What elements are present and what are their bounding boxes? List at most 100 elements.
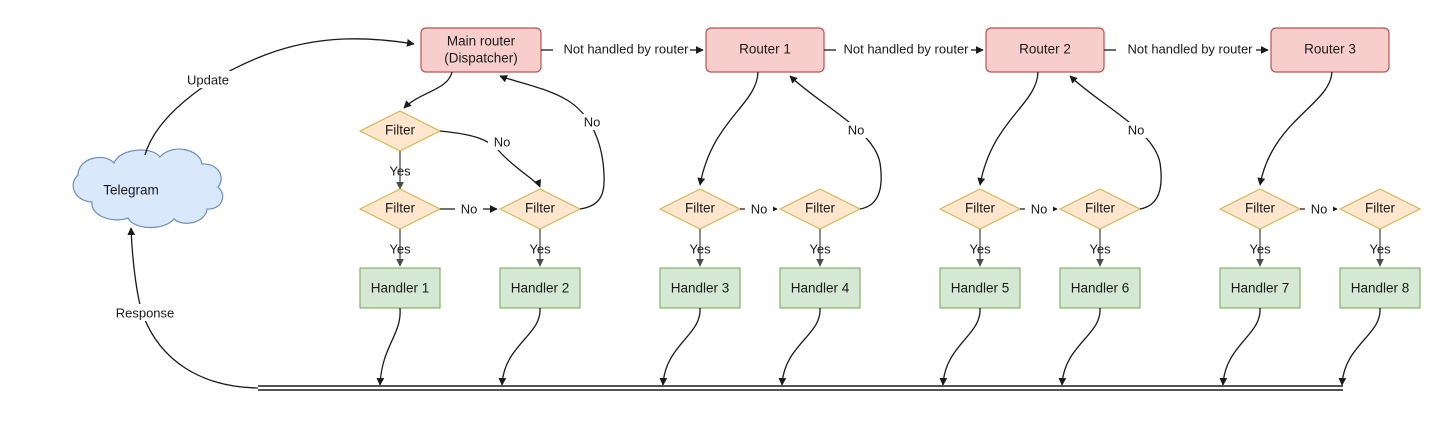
- yes-label-handler-4: Yes: [809, 241, 831, 256]
- edge-mainrouter-to-filter-a: [403, 71, 453, 109]
- handler-4-label: Handler 4: [791, 281, 850, 296]
- node-filter-i[interactable]: Filter: [1218, 188, 1302, 230]
- node-handler-8[interactable]: Handler 8: [1339, 267, 1421, 309]
- filter-j-shape: [1338, 188, 1422, 230]
- handler-5-label: Handler 5: [951, 281, 1010, 296]
- not-handled-label-2: Not handled by router: [843, 41, 969, 56]
- edge-response-label-group: Response: [108, 304, 182, 321]
- edge-router2-to-router3: Not handled by router: [1104, 41, 1269, 56]
- node-main-router[interactable]: Main router (Dispatcher): [420, 27, 542, 73]
- edge-router2-to-filter-f: [977, 71, 1039, 186]
- node-filter-a[interactable]: Filter: [358, 110, 442, 152]
- handler-1-label: Handler 1: [371, 281, 430, 296]
- response-label-bg: [108, 304, 182, 321]
- update-label-bg: [180, 71, 236, 88]
- no-label-filter-e-group: No: [842, 122, 870, 138]
- filter-a-label: Filter: [385, 123, 416, 138]
- no-label-filter-f-group: No: [1025, 201, 1053, 217]
- node-handler-1[interactable]: Handler 1: [359, 267, 441, 309]
- yes-label-handler-6: Yes: [1089, 241, 1111, 256]
- edge-filter-e-no-return: [789, 75, 882, 210]
- node-handler-2[interactable]: Handler 2: [499, 267, 581, 309]
- no-label-filter-b-group: No: [455, 201, 483, 217]
- no-label-filter-a: No: [494, 134, 511, 149]
- no-label-b-bg: [455, 201, 483, 217]
- node-handler-3[interactable]: Handler 3: [659, 267, 741, 309]
- telegram-cloud[interactable]: Telegram: [72, 148, 224, 229]
- no-label-c-bg: [578, 114, 606, 130]
- yes-label-handler-3: Yes: [689, 241, 711, 256]
- yes-label-filter-a: Yes: [389, 163, 411, 178]
- cloud-shape: [72, 148, 224, 229]
- yes-label-handler-7: Yes: [1249, 241, 1271, 256]
- edge-update-label-group: Update: [180, 71, 236, 88]
- handler-4-box: [779, 267, 861, 309]
- handler-8-box: [1339, 267, 1421, 309]
- edge-main-to-router1: Not handled by router: [541, 41, 704, 56]
- node-router-1[interactable]: Router 1: [705, 27, 825, 73]
- edge-handler-1-to-bus: [376, 307, 401, 386]
- edge-handler-3-to-bus: [659, 307, 701, 386]
- no-label-filter-d-group: No: [745, 201, 773, 217]
- handler-1-box: [359, 267, 441, 309]
- no-label-filter-i-group: No: [1305, 201, 1333, 217]
- edge-handler-2-to-bus: [498, 307, 541, 386]
- edge-filter-g-no-return: [1069, 75, 1162, 210]
- handler-6-label: Handler 6: [1071, 281, 1130, 296]
- main-router-label-line2: (Dispatcher): [444, 51, 518, 66]
- node-router-2[interactable]: Router 2: [985, 27, 1105, 73]
- node-filter-c[interactable]: Filter: [498, 188, 582, 230]
- filter-e-label: Filter: [805, 201, 836, 216]
- yes-label-handler-1: Yes: [389, 241, 411, 256]
- handler-7-label: Handler 7: [1231, 281, 1290, 296]
- no-label-filter-b: No: [461, 201, 478, 216]
- node-filter-d[interactable]: Filter: [658, 188, 742, 230]
- no-label-filter-f: No: [1031, 201, 1048, 216]
- not-handled-label-1: Not handled by router: [563, 41, 689, 56]
- node-handler-7[interactable]: Handler 7: [1219, 267, 1301, 309]
- no-label-filter-d: No: [751, 201, 768, 216]
- not-handled-label-3: Not handled by router: [1127, 41, 1253, 56]
- node-filter-j[interactable]: Filter: [1338, 188, 1422, 230]
- filter-g-label: Filter: [1085, 201, 1116, 216]
- node-filter-f[interactable]: Filter: [938, 188, 1022, 230]
- no-label-d-bg: [745, 201, 773, 217]
- no-label-filter-a-group: No: [488, 134, 516, 150]
- edge-router1-to-filter-d: [697, 71, 759, 186]
- no-label-filter-c: No: [584, 114, 601, 129]
- yes-label-handler-8: Yes: [1369, 241, 1391, 256]
- node-handler-4[interactable]: Handler 4: [779, 267, 861, 309]
- router-1-label: Router 1: [739, 42, 791, 57]
- no-label-filter-g: No: [1128, 122, 1145, 137]
- node-filter-e[interactable]: Filter: [778, 188, 862, 230]
- edge-handler-4-to-bus: [778, 307, 821, 386]
- no-label-i-bg: [1305, 201, 1333, 217]
- router-2-label: Router 2: [1019, 42, 1071, 57]
- edge-handler-7-to-bus: [1219, 307, 1261, 386]
- edge-filter-a-no: [439, 130, 541, 188]
- response-bus: [258, 385, 1343, 391]
- edge-router3-to-filter-i: [1257, 71, 1333, 186]
- node-handler-5[interactable]: Handler 5: [939, 267, 1021, 309]
- handler-8-label: Handler 8: [1351, 281, 1410, 296]
- handler-5-box: [939, 267, 1021, 309]
- node-router-3[interactable]: Router 3: [1270, 27, 1390, 73]
- node-handler-6[interactable]: Handler 6: [1059, 267, 1141, 309]
- handler-6-box: [1059, 267, 1141, 309]
- response-label: Response: [116, 305, 175, 320]
- handler-3-box: [659, 267, 741, 309]
- no-label-g-bg: [1122, 122, 1150, 138]
- yes-label-handler-2: Yes: [529, 241, 551, 256]
- filter-f-label: Filter: [965, 201, 996, 216]
- filter-i-label: Filter: [1245, 201, 1276, 216]
- no-label-a-bg: [488, 134, 516, 150]
- node-filter-b[interactable]: Filter: [358, 188, 442, 230]
- no-label-filter-i: No: [1311, 201, 1328, 216]
- router-3-box: [1270, 27, 1390, 73]
- no-label-filter-e: No: [848, 122, 865, 137]
- no-label-filter-g-group: No: [1122, 122, 1150, 138]
- node-filter-g[interactable]: Filter: [1058, 188, 1142, 230]
- edge-update: [144, 38, 415, 156]
